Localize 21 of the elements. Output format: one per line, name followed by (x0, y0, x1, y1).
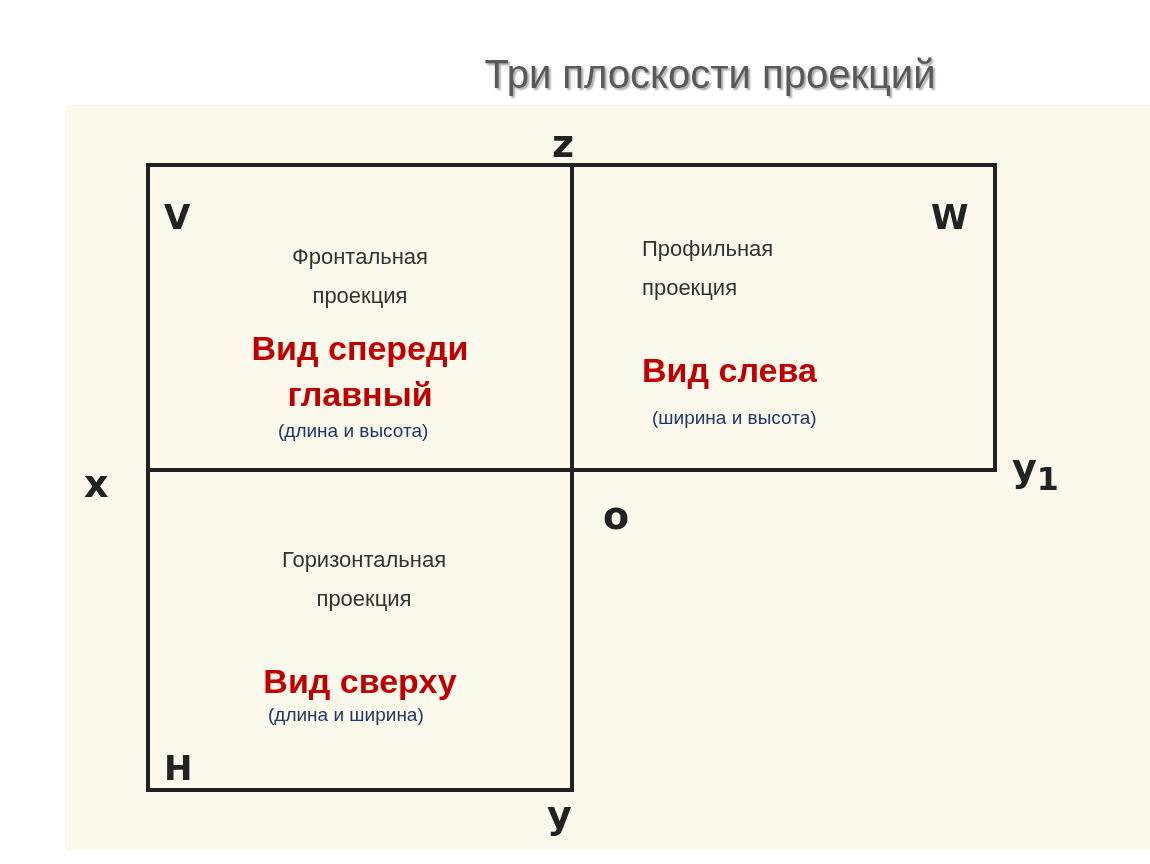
axis-label: z (552, 122, 575, 166)
axis-label: y$_{1}$ (1012, 446, 1059, 497)
dimensions-note: (длина и ширина) (268, 704, 424, 726)
axis-label: o (603, 494, 630, 538)
projection-plane (574, 163, 997, 472)
diagram-title: Три плоскости проекций (483, 52, 937, 97)
projection-plane (146, 163, 574, 472)
dimensions-note: (длина и высота) (278, 420, 429, 442)
plane-letter: V (164, 197, 191, 237)
view-name: Вид слева (642, 350, 817, 391)
projection-name: Профильная проекция (642, 235, 775, 302)
axis-label: y (547, 793, 572, 837)
view-name: Вид спереди главный (250, 328, 470, 415)
plane-letter: H (164, 748, 193, 788)
plane-letter: W (931, 197, 969, 237)
view-name: Вид сверху (262, 661, 458, 702)
axis-label: x (84, 462, 109, 506)
projection-name: Горизонтальная проекция (280, 546, 448, 613)
projection-plane (146, 472, 574, 792)
projection-name: Фронтальная проекция (291, 243, 429, 310)
dimensions-note: (ширина и высота) (652, 407, 817, 429)
